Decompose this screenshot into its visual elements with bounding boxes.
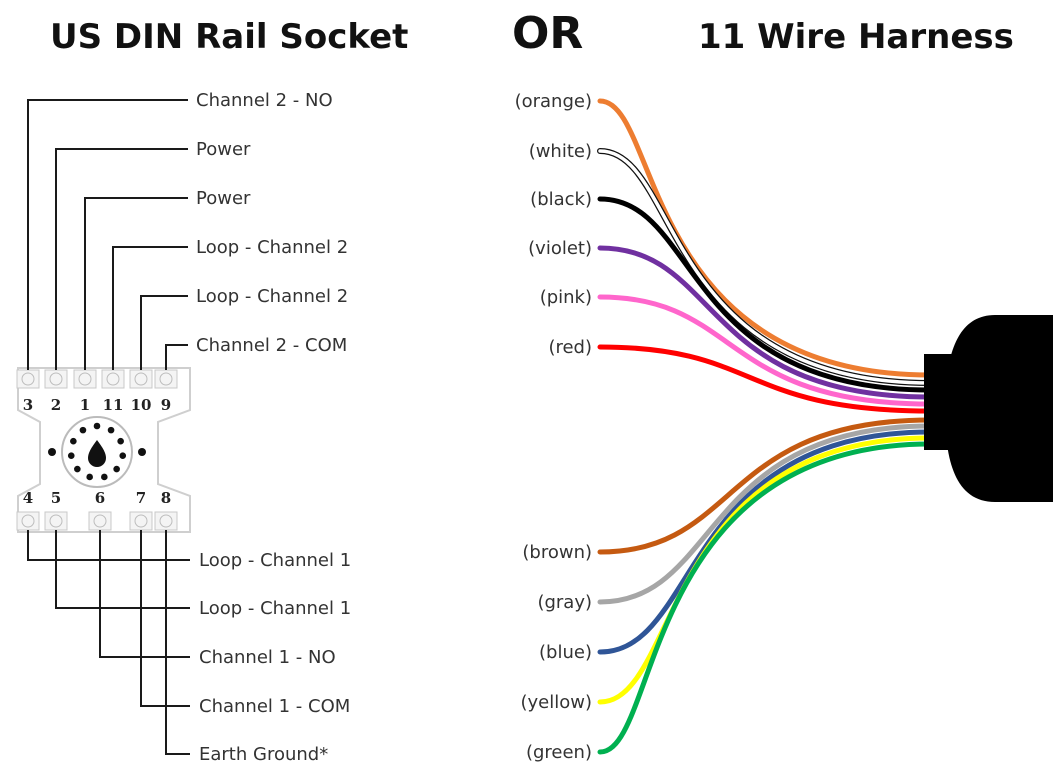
harness-wire-labels: (orange) (white) (black) (violet) (pink) (red… <box>515 91 592 763</box>
wire-violet <box>597 245 933 400</box>
pin-label: Loop - Channel 1 <box>199 550 351 571</box>
pin-label: Earth Ground* <box>199 744 328 763</box>
wire-green <box>597 441 933 755</box>
leader-line <box>140 295 188 370</box>
title-or: OR <box>512 8 583 59</box>
wire-label: (gray) <box>537 592 592 613</box>
pin-number: 10 <box>131 396 152 414</box>
pin-number: 11 <box>103 396 124 414</box>
leader-line <box>55 530 190 609</box>
wire-brown <box>597 417 933 555</box>
pin-label: Channel 1 - NO <box>199 647 336 668</box>
wire-label: (white) <box>529 141 592 162</box>
pin-number: 5 <box>51 489 61 507</box>
pin-label: Channel 2 - NO <box>196 90 333 111</box>
wire-orange <box>597 98 933 378</box>
pin-label: Power <box>196 188 251 209</box>
leader-line <box>112 246 188 370</box>
wire-red <box>597 344 933 414</box>
cable-jacket <box>924 315 1053 502</box>
leader-line <box>165 530 190 755</box>
socket-pin-hole <box>113 465 120 473</box>
wire-label: (blue) <box>539 642 592 663</box>
pin-label: Loop - Channel 2 <box>196 286 348 307</box>
bottom-terminals <box>16 511 178 531</box>
harness-wires <box>597 98 933 755</box>
leader-line <box>99 530 190 658</box>
wire-gray <box>597 423 933 605</box>
wire-label: (yellow) <box>520 692 592 713</box>
pin-number: 8 <box>161 489 171 507</box>
leader-line <box>55 148 188 370</box>
socket-pin-hole <box>79 426 87 434</box>
pin-label: Channel 2 - COM <box>196 335 347 356</box>
socket-pin-hole <box>101 473 108 481</box>
pin-label: Channel 1 - COM <box>199 696 350 717</box>
socket-pin-hole <box>70 437 77 445</box>
wire-pink <box>597 294 933 407</box>
leader-line <box>165 344 188 370</box>
socket-pin-hole <box>93 422 101 430</box>
leader-line <box>84 197 188 370</box>
leader-line <box>27 99 188 370</box>
socket-pin-hole <box>86 473 93 481</box>
socket-pin-hole <box>117 437 124 445</box>
wire-label: (red) <box>548 337 592 358</box>
socket-connector <box>48 416 146 488</box>
wire-label: (green) <box>526 742 592 763</box>
wire-label: (brown) <box>522 542 592 563</box>
wire-label: (violet) <box>528 238 592 259</box>
pin-label: Loop - Channel 1 <box>199 598 351 619</box>
wire-label: (orange) <box>515 91 592 112</box>
pin-number: 3 <box>23 396 33 414</box>
socket-pin-hole <box>107 426 115 434</box>
leader-line <box>27 530 190 561</box>
pin-number: 2 <box>51 396 61 414</box>
wire-label: (pink) <box>540 287 592 308</box>
title-socket: US DIN Rail Socket <box>50 17 408 57</box>
pin-label: Power <box>196 139 251 160</box>
pin-number: 6 <box>95 489 105 507</box>
socket-pin-hole <box>119 452 127 460</box>
socket-pin-hole <box>74 465 81 473</box>
title-harness: 11 Wire Harness <box>698 17 1014 57</box>
pin-number: 9 <box>161 396 171 414</box>
wire-white <box>598 149 932 385</box>
pin-number: 1 <box>80 396 90 414</box>
bottom-leaders: Loop - Channel 1 Loop - Channel 1 Channel … <box>27 530 351 763</box>
leader-line <box>140 530 190 707</box>
wire-black <box>597 196 933 393</box>
wire-blue <box>597 429 933 655</box>
wire-label: (black) <box>530 189 592 210</box>
pin-label: Loop - Channel 2 <box>196 237 348 258</box>
socket-pin-hole <box>67 452 75 460</box>
pin-number: 4 <box>23 489 33 507</box>
pin-number: 7 <box>136 489 146 507</box>
